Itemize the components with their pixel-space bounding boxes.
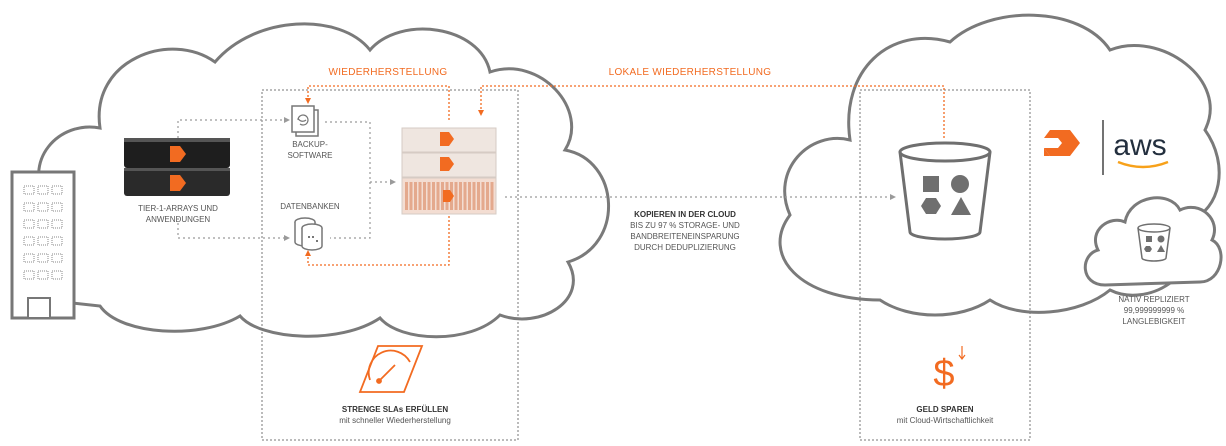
building-icon	[10, 170, 76, 320]
drive-slot	[414, 182, 417, 210]
cloud-dotted-box	[859, 89, 1031, 441]
drive-slot	[427, 182, 431, 210]
drive-slot	[463, 182, 467, 210]
right-cloud	[778, 13, 1221, 317]
drive-slot	[486, 182, 489, 210]
flash-array-icon	[124, 138, 230, 196]
backup-software-icon	[291, 105, 319, 137]
native-replication-label: NATIV REPLIZIERT 99,999999999 % LANGLEBI…	[1118, 295, 1190, 326]
drive-slot	[432, 182, 435, 210]
svg-text:$: $	[933, 353, 954, 395]
storage-appliance-icon	[401, 127, 497, 215]
drive-slot	[468, 182, 471, 210]
building-window	[51, 253, 63, 263]
aws-smile	[1117, 160, 1169, 169]
restore-arrowheads	[305, 98, 484, 256]
restore-label: WIEDERHERSTELLUNG	[328, 67, 448, 78]
building-window	[23, 219, 35, 229]
drive-slot	[441, 182, 444, 210]
sla-label: STRENGE SLAs ERFÜLLEN mit schneller Wied…	[339, 405, 451, 425]
building-window	[23, 253, 35, 263]
cloud-copy-label: KOPIEREN IN DER CLOUD BIS ZU 97 % STORAG…	[630, 210, 740, 252]
building-window	[51, 202, 63, 212]
restore-lines	[307, 85, 945, 266]
drive-slot	[472, 182, 476, 210]
building-window	[23, 185, 35, 195]
drive-slot	[477, 182, 480, 210]
building-window	[37, 253, 49, 263]
small-cloud	[1083, 196, 1223, 287]
backup-software-label: BACKUP- SOFTWARE	[287, 140, 333, 160]
aws-logo-text: aws	[1113, 129, 1166, 162]
left-cloud	[13, 22, 611, 339]
building-window	[23, 202, 35, 212]
building-window	[51, 236, 63, 246]
building-window	[37, 219, 49, 229]
drive-slot	[423, 182, 426, 210]
drive-slot	[490, 182, 494, 210]
data-flow-lines	[177, 119, 890, 239]
building-window	[37, 185, 49, 195]
local-restore-label: LOKALE WIEDERHERSTELLUNG	[608, 67, 772, 78]
building-window	[51, 219, 63, 229]
pure-logo-icon	[1044, 130, 1080, 156]
gauge-icon	[358, 345, 424, 393]
flow-arrowheads	[284, 117, 896, 241]
building-window	[37, 202, 49, 212]
money-label: GELD SPAREN mit Cloud-Wirtschaftlichkeit	[896, 405, 994, 425]
drive-slot	[418, 182, 422, 210]
databases-label: DATENBANKEN	[280, 202, 340, 211]
drive-slot	[454, 182, 458, 210]
building-window	[23, 236, 35, 246]
dollar-down-icon: $	[933, 346, 966, 395]
building-window	[37, 236, 49, 246]
database-icon	[294, 217, 323, 251]
drive-slot	[409, 182, 413, 210]
drive-slot	[405, 182, 408, 210]
small-bucket-icon	[1137, 223, 1171, 262]
building-window	[51, 185, 63, 195]
building-window	[23, 270, 35, 280]
drive-slot	[459, 182, 462, 210]
onprem-dotted-box	[261, 89, 519, 441]
bucket-icon	[898, 141, 992, 241]
tier1-label: TIER-1-ARRAYS UND ANWENDUNGEN	[138, 204, 218, 224]
drive-slot	[436, 182, 440, 210]
drive-slot	[481, 182, 485, 210]
building-window	[51, 270, 63, 280]
building-window	[37, 270, 49, 280]
